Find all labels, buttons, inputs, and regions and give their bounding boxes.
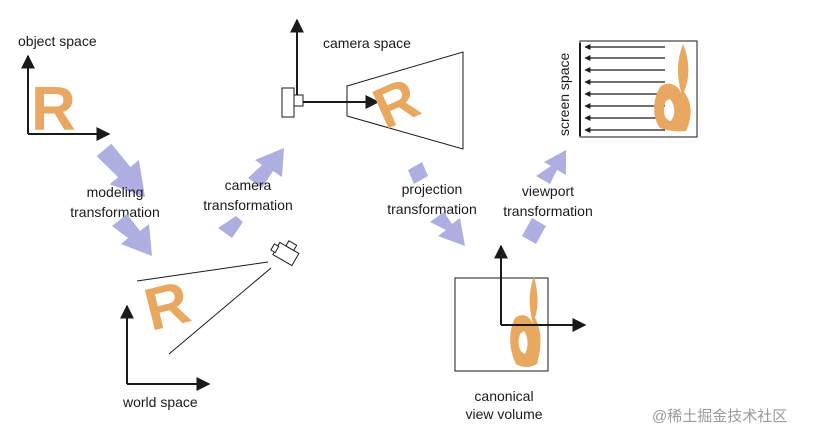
viewport-label-line1: viewport	[522, 183, 574, 199]
screen-space-panel: screen space	[556, 40, 698, 138]
screen-space-label: screen space	[556, 53, 572, 136]
viewport-arrow-upper	[536, 150, 566, 184]
viewport-arrow-lower	[522, 218, 546, 244]
canonical-label-line1: canonical	[474, 388, 533, 404]
modeling-transformation: modeling transformation	[70, 143, 160, 256]
camera-space-panel: camera space R	[281, 18, 464, 150]
world-space-panel: R world space	[120, 240, 300, 410]
canonical-label-line2: view volume	[465, 406, 542, 422]
canonical-warped-r	[510, 276, 541, 367]
projection-label-line1: projection	[402, 181, 463, 197]
object-letter-r: R	[31, 75, 76, 144]
viewport-label-line2: transformation	[503, 203, 592, 219]
projection-arrow-upper	[408, 162, 428, 184]
modeling-arrow	[96, 143, 145, 197]
object-space-panel: object space R	[18, 33, 111, 144]
camera-arrow-lower	[218, 216, 243, 238]
object-space-label: object space	[18, 33, 97, 49]
modeling-arrow-lower	[112, 214, 152, 256]
projection-arrow-lower	[430, 212, 465, 246]
world-space-label: world space	[122, 394, 198, 410]
camera-letter-r: R	[364, 65, 429, 141]
viewport-transformation: viewport transformation	[503, 150, 593, 244]
modeling-label-line1: modeling	[87, 184, 144, 200]
world-camera-viewfinder	[285, 240, 298, 252]
camera-space-label: camera space	[323, 35, 411, 51]
world-camera-lens	[270, 243, 280, 254]
view-ray-lower	[168, 267, 272, 355]
camera-transform-label-line2: transformation	[203, 197, 292, 213]
view-frustum	[346, 51, 464, 150]
camera-transform-label-line1: camera	[225, 177, 272, 193]
camera-lens	[293, 94, 304, 107]
canonical-view-volume-panel: canonical view volume	[454, 244, 587, 422]
camera-arrow-upper	[248, 148, 284, 188]
watermark: @稀土掘金技术社区	[652, 408, 787, 425]
projection-label-line2: transformation	[387, 201, 476, 217]
world-camera-icon	[270, 240, 300, 267]
camera-body	[281, 87, 295, 118]
world-letter-r: R	[138, 268, 196, 343]
raster-scanlines	[584, 44, 665, 133]
view-ray-upper	[136, 261, 269, 282]
camera-transformation: camera transformation	[203, 148, 293, 238]
projection-transformation: projection transformation	[387, 162, 477, 246]
screen-warped-r	[654, 44, 691, 132]
modeling-label-line2: transformation	[70, 204, 159, 220]
